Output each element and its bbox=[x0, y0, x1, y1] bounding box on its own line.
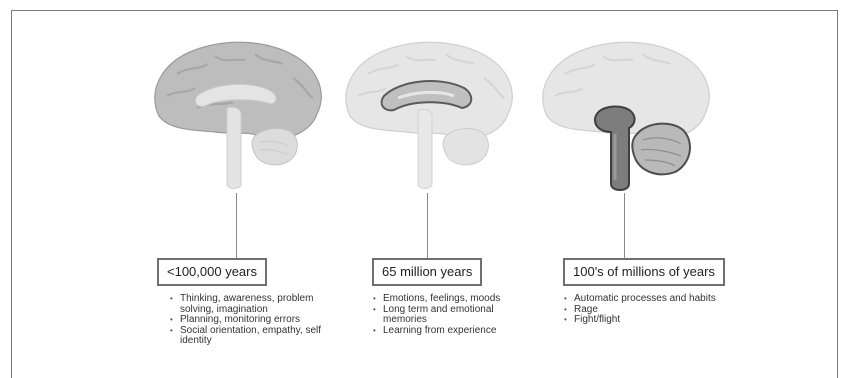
brain-neocortex-illustration bbox=[137, 34, 337, 194]
list-item: Learning from experience bbox=[372, 326, 532, 337]
brain-limbic-illustration bbox=[328, 34, 528, 194]
function-list: Thinking, awareness, problem solving, im… bbox=[169, 294, 339, 347]
era-label: 65 million years bbox=[372, 258, 482, 286]
connector-line bbox=[236, 193, 237, 258]
stage-neocortex: <100,000 years Thinking, awareness, prob… bbox=[137, 0, 337, 378]
list-item: Thinking, awareness, problem solving, im… bbox=[169, 294, 339, 315]
connector-line bbox=[427, 193, 428, 258]
stage-limbic: 65 million years Emotions, feelings, moo… bbox=[328, 0, 528, 378]
function-list: Emotions, feelings, moods Long term and … bbox=[372, 294, 532, 336]
list-item: Social orientation, empathy, self identi… bbox=[169, 326, 339, 347]
list-item: Fight/flight bbox=[563, 315, 723, 326]
era-label: 100's of millions of years bbox=[563, 258, 725, 286]
connector-line bbox=[624, 193, 625, 258]
brain-brainstem-illustration bbox=[525, 34, 725, 194]
list-item: Automatic processes and habits bbox=[563, 294, 723, 305]
era-label: <100,000 years bbox=[157, 258, 267, 286]
stage-brainstem: 100's of millions of years Automatic pro… bbox=[525, 0, 725, 378]
list-item: Planning, monitoring errors bbox=[169, 315, 339, 326]
function-list: Automatic processes and habits Rage Figh… bbox=[563, 294, 723, 326]
list-item: Long term and emotional memories bbox=[372, 305, 532, 326]
list-item: Emotions, feelings, moods bbox=[372, 294, 532, 305]
